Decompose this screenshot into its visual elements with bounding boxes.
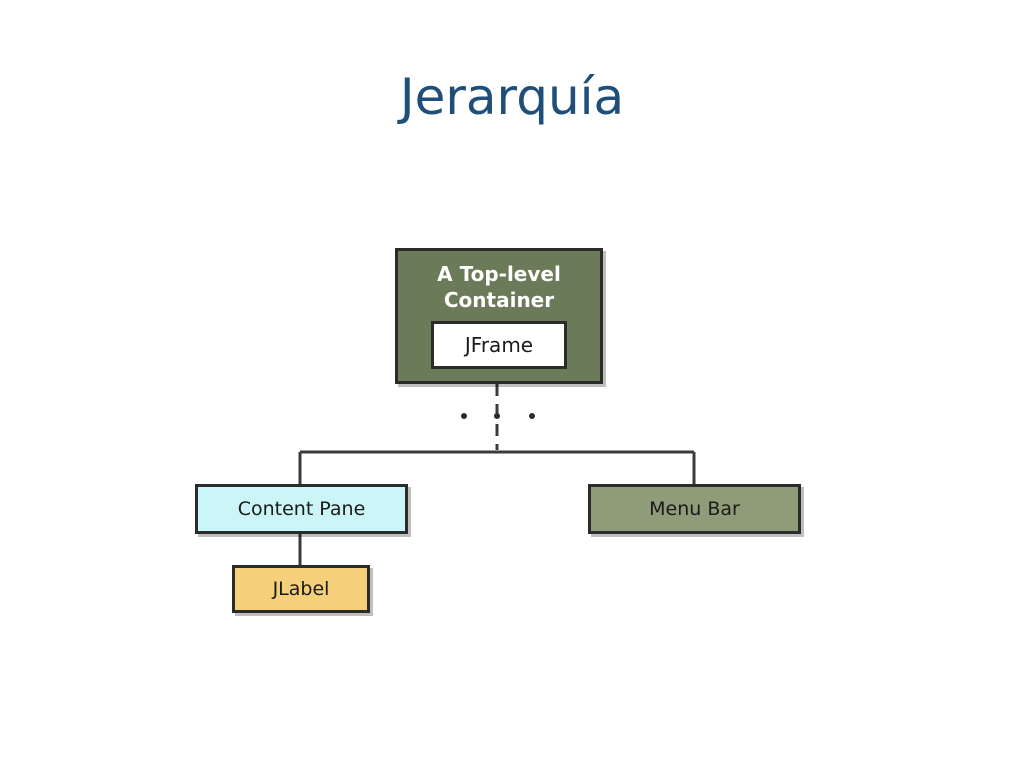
content-pane-node: Content Pane bbox=[195, 484, 408, 534]
menu-bar-node: Menu Bar bbox=[588, 484, 801, 534]
ellipsis-dot bbox=[494, 413, 500, 419]
top-level-container-label: A Top-level Container bbox=[437, 262, 561, 312]
ellipsis-dot bbox=[529, 413, 535, 419]
ellipsis-dot bbox=[461, 413, 467, 419]
jframe-node: JFrame bbox=[431, 321, 567, 369]
top-level-container-node: A Top-level Container JFrame bbox=[395, 248, 603, 384]
jlabel-node: JLabel bbox=[232, 565, 370, 613]
slide-title: Jerarquía bbox=[399, 68, 625, 126]
